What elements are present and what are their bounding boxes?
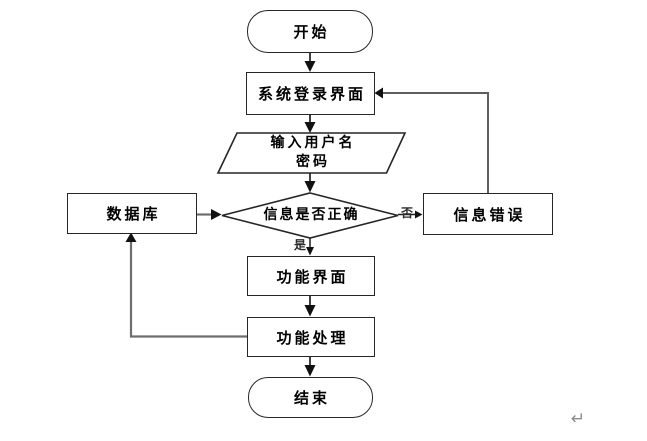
arrowhead-input-decision <box>304 181 316 193</box>
arrowhead-error-login <box>374 87 383 99</box>
arrowhead-login-input <box>304 122 316 133</box>
decision-diamond-shape <box>221 192 399 239</box>
node-func-proc: 功能处理 <box>247 317 375 357</box>
node-func-ui: 功能界面 <box>247 256 375 296</box>
edge-label-yes: 是 <box>294 238 307 252</box>
node-start: 开始 <box>247 10 373 53</box>
arrowhead-start-login <box>304 61 316 72</box>
node-end: 结束 <box>248 377 373 418</box>
node-database-label: 数据库 <box>106 205 161 223</box>
node-login: 系统登录界面 <box>246 72 375 115</box>
edge-funcproc-database <box>129 241 247 338</box>
node-login-label: 系统登录界面 <box>257 85 366 103</box>
node-func-ui-label: 功能界面 <box>276 267 349 286</box>
arrowhead-decision-error <box>415 210 423 219</box>
node-error: 信息错误 <box>423 193 553 235</box>
arrowhead-funcui-funcproc <box>304 305 316 317</box>
node-end-label: 结束 <box>293 389 330 407</box>
edge-label-no: 否 <box>401 206 414 220</box>
node-start-label: 开始 <box>293 23 330 41</box>
arrowhead-database-decision <box>211 209 222 220</box>
arrowhead-decision-funcui <box>306 247 314 256</box>
arrowhead-funcproc-database <box>125 232 137 242</box>
node-database: 数据库 <box>67 193 197 234</box>
return-mark-icon: ↵ <box>570 409 586 429</box>
edge-error-login <box>382 92 489 194</box>
node-error-label: 信息错误 <box>453 205 526 224</box>
io-parallelogram-shape <box>216 132 407 174</box>
arrowhead-funcproc-end <box>304 365 316 377</box>
node-func-proc-label: 功能处理 <box>276 328 349 347</box>
